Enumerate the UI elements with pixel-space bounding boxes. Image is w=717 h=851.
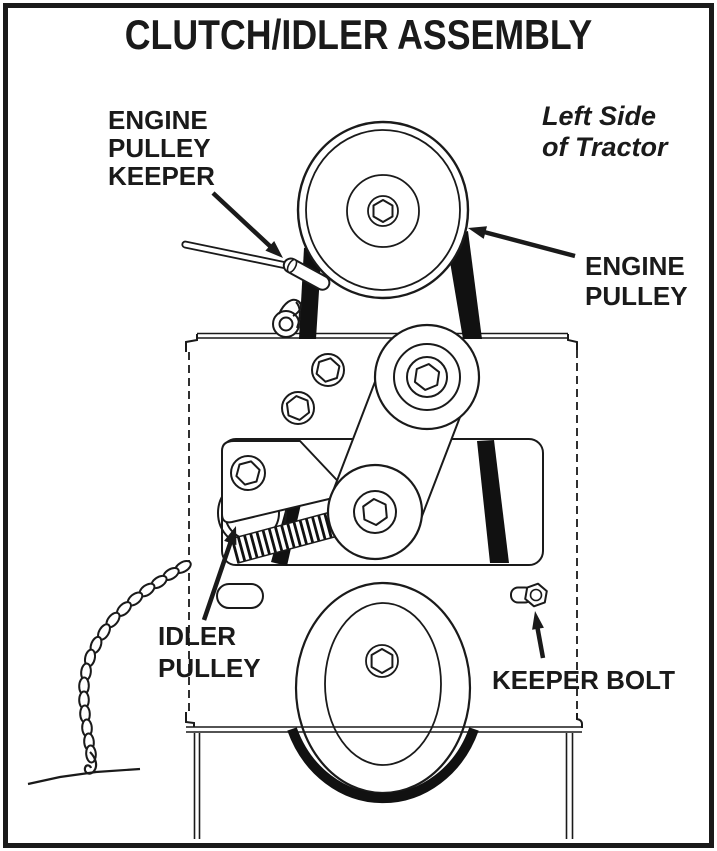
label-line: ENGINE [108,105,208,135]
label-engine-pulley: ENGINE PULLEY [585,251,688,311]
plate-bottom-edge [186,726,582,733]
clutch-bracket [221,440,351,524]
bracket-hex-bolt [235,460,261,486]
hairpin-clip [272,298,302,338]
label-engine-pulley-keeper: ENGINE PULLEY KEEPER [108,106,215,190]
label-line: KEEPER BOLT [492,665,675,695]
plate-slot [216,583,264,609]
label-line: PULLEY [158,653,261,683]
engine-pulley [296,120,470,300]
figure-border [3,3,714,848]
label-line: PULLEY [585,281,688,311]
label-idler-pulley: IDLER PULLEY [158,620,261,684]
diagram-title: CLUTCH/IDLER ASSEMBLY [124,11,593,58]
clutch-pulley [294,581,472,795]
arm-upper-pulley [373,323,481,431]
label-line: of Tractor [542,132,668,162]
label-line: IDLER [158,621,236,651]
belt-bottom-wrap [287,727,479,804]
clutch-chain [27,560,192,786]
keeper-rod [181,240,331,291]
label-line: ENGINE [585,251,685,281]
arm-lower-pulley [326,463,424,561]
tension-spring [230,510,342,564]
belt-right-segment [477,440,509,563]
engine-pulley-arrow [468,226,576,259]
label-line: PULLEY [108,133,211,163]
callout-arrows [201,191,576,659]
label-keeper-bolt: KEEPER BOLT [492,666,675,694]
engine-pulley-keeper-arrow [211,191,283,258]
keeper-bolt [510,582,548,608]
hook-rod [27,767,141,786]
label-line: Left Side [542,101,657,131]
idler-pulley-arrow [201,526,237,621]
plate-hex-bolt-lower [281,391,315,425]
keeper-bolt-arrow [532,611,546,659]
label-line: KEEPER [108,161,215,191]
label-left-side-of-tractor: Left Side of Tractor [542,101,668,163]
plate-hex-bolt-upper [311,353,345,387]
